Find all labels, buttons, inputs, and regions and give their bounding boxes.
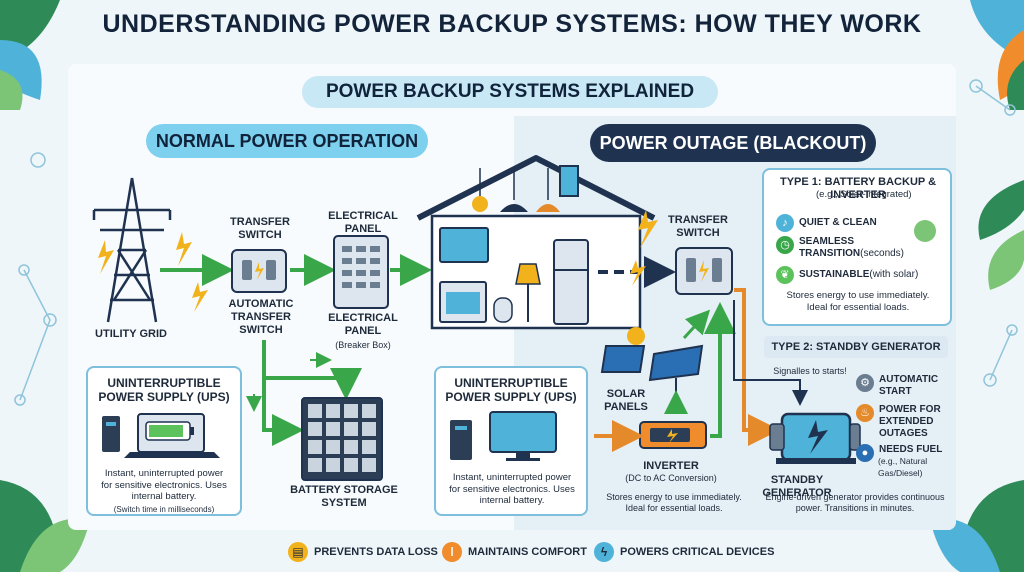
inverter-text: Stores energy to use immediately. Ideal …: [606, 492, 742, 513]
footer-item-comfort: ǀ MAINTAINS COMFORT: [442, 542, 587, 562]
ups-card-title: UNINTERRUPTIBLE POWER SUPPLY (UPS): [98, 376, 230, 404]
type2-feature-fuel: ● NEEDS FUEL: [856, 444, 942, 462]
leaf-decoration-right-middle: [978, 180, 1024, 290]
ups-card-outage-text: Instant, uninterrupted power for sensiti…: [449, 472, 575, 506]
speaker-icon: ♪: [776, 214, 794, 232]
bolt-icon: [98, 240, 114, 274]
electrical-panel-label-bottom: ELECTRICAL PANEL: [328, 312, 398, 337]
type2-feature-auto: ⚙ AUTOMATIC START: [856, 374, 938, 398]
ups-card-text: Instant, uninterrupted power for sensiti…: [101, 468, 227, 502]
house-icon: [416, 155, 656, 330]
ups-card-outage-title: UNINTERRUPTIBLE POWER SUPPLY (UPS): [445, 376, 577, 404]
standby-generator-icon: [769, 412, 861, 464]
gear-icon: ⚙: [856, 374, 874, 392]
type1-card: TYPE 1: BATTERY BACKUP & INVERTER (e.g.,…: [762, 168, 952, 326]
automatic-transfer-switch-label: AUTOMATIC TRANSFER SWITCH: [228, 298, 294, 336]
type1-feature-quiet: ♪ QUIET & CLEAN: [776, 214, 877, 232]
signal-label: Signalles to starts!: [773, 366, 847, 376]
bolt-icon: [638, 210, 658, 248]
document-icon: ▤: [288, 542, 308, 562]
page-title: UNDERSTANDING POWER BACKUP SYSTEMS: HOW …: [102, 10, 922, 38]
footer-item-data-loss: ▤ PREVENTS DATA LOSS: [288, 542, 438, 562]
network-decoration-icon: [14, 79, 1018, 406]
bolt-icon: ϟ: [594, 542, 614, 562]
type2-fuel-note: (e.g., Natural Gas/Diesel): [878, 456, 928, 478]
fuel-drop-icon: ●: [856, 444, 874, 462]
type2-feature-extended: ♨ POWER FOR EXTENDED OUTAGES: [856, 404, 941, 440]
type1-title-note: (e.g., Solar-Integrated): [816, 189, 912, 200]
computer-ups-icon: [450, 411, 557, 461]
standby-generator-label: STANDBY GENERATOR: [762, 474, 832, 499]
battery-storage-label: BATTERY STORAGE SYSTEM: [290, 484, 398, 509]
breaker-box-note: (Breaker Box): [335, 340, 391, 350]
inverter-label: INVERTER: [643, 460, 699, 472]
utility-tower-icon: [92, 177, 172, 323]
clock-icon: ◷: [776, 236, 794, 254]
type1-feature-sustainable: ❦ SUSTAINABLE (with solar): [776, 266, 918, 284]
laptop-ups-icon: [102, 413, 220, 458]
utility-grid-label: UTILITY GRID: [95, 328, 167, 340]
type1-feature-seamless: ◷ SEAMLESS TRANSITION (seconds): [776, 236, 904, 260]
leaf-decoration-top-left: [0, 0, 60, 110]
leaf-decoration-bottom-right: [930, 480, 1024, 572]
leaf-decoration-top-right: [970, 0, 1024, 110]
type2-card: TYPE 2: STANDBY GENERATOR ⚙ AUTOMATIC ST…: [760, 334, 952, 478]
transfer-switch-label: TRANSFER SWITCH: [230, 216, 290, 241]
bolt-icon: [192, 282, 208, 312]
bolt-icon: [630, 260, 646, 286]
ups-card-note: (Switch time in milliseconds): [113, 505, 215, 514]
normal-operation-label: NORMAL POWER OPERATION: [146, 124, 428, 158]
transfer-switch-outage-label: TRANSFER SWITCH: [668, 214, 728, 239]
ups-card-outage: UNINTERRUPTIBLE POWER SUPPLY (UPS) Insta…: [434, 366, 588, 516]
flame-icon: ♨: [856, 404, 874, 422]
subtitle-pill: POWER BACKUP SYSTEMS EXPLAINED: [302, 76, 718, 108]
footer-item-critical: ϟ POWERS CRITICAL DEVICES: [594, 542, 774, 562]
electrical-panel-label-top: ELECTRICAL PANEL: [328, 210, 398, 235]
ups-card-normal: UNINTERRUPTIBLE POWER SUPPLY (UPS) Insta…: [86, 366, 242, 516]
leaf-icon: ❦: [776, 266, 794, 284]
outage-label: POWER OUTAGE (BLACKOUT): [590, 124, 876, 162]
leaf-decoration-bottom-left: [0, 480, 90, 572]
solar-panel-icon: [600, 327, 704, 394]
standby-generator-text: Engine-driven generator provides continu…: [765, 492, 945, 513]
leaf-icon: [914, 220, 936, 242]
bolt-icon: [176, 232, 192, 266]
inverter-note: (DC to AC Conversion): [625, 473, 717, 483]
lamp-icon: [472, 168, 560, 212]
thermometer-icon: ǀ: [442, 542, 462, 562]
type1-text: Stores energy to use immediately. Ideal …: [786, 290, 930, 313]
solar-panels-label: SOLAR PANELS: [604, 388, 648, 413]
type1-title: TYPE 1: BATTERY BACKUP & INVERTER: [779, 176, 937, 201]
type2-title: TYPE 2: STANDBY GENERATOR: [771, 341, 941, 353]
